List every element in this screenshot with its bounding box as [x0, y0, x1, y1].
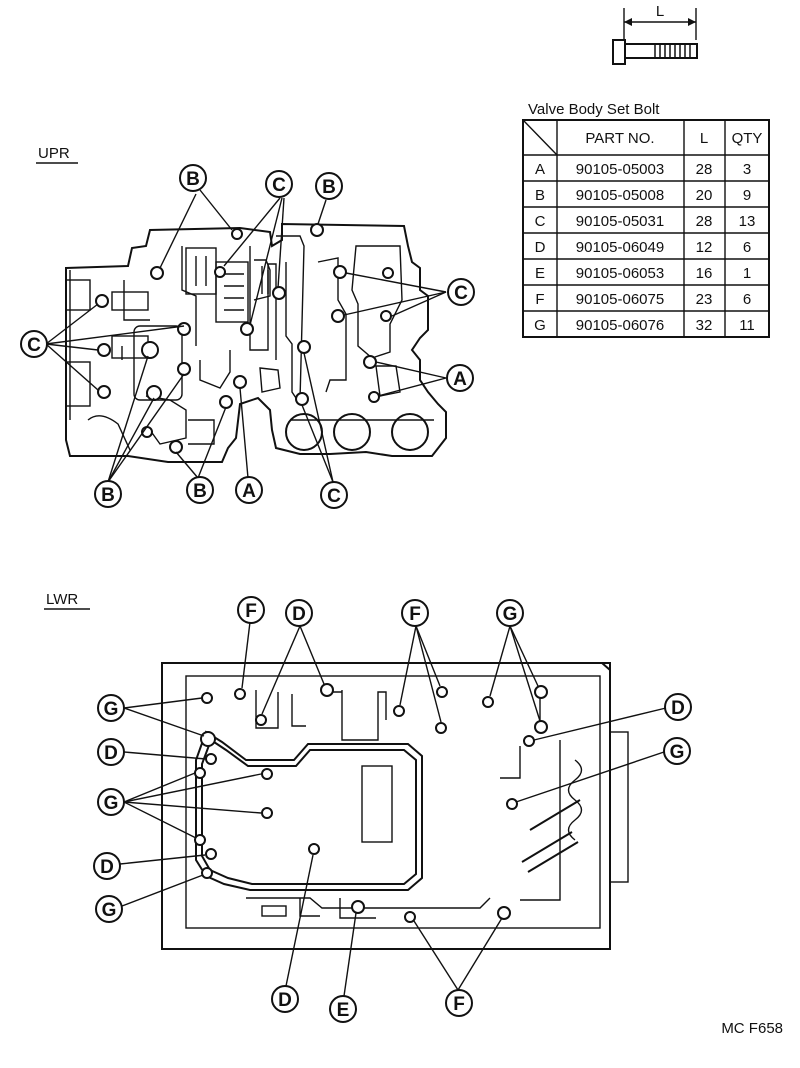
row-g-length: 32: [696, 317, 713, 334]
svg-text:B: B: [193, 481, 207, 502]
row-b-id: B: [535, 187, 545, 204]
callout-lower-e-bottom: E: [329, 995, 357, 1023]
figure-code: MC F658: [721, 1020, 783, 1037]
lower-valve-body: [119, 621, 667, 997]
row-b-length: 20: [696, 187, 713, 204]
row-g-qty: 11: [739, 317, 755, 334]
callout-lower-f-top2: F: [401, 599, 429, 627]
row-a-part: 90105-05003: [576, 161, 664, 178]
svg-text:E: E: [337, 1000, 350, 1021]
svg-text:C: C: [454, 283, 468, 304]
svg-text:B: B: [186, 169, 200, 190]
callout-lower-d-right: D: [664, 693, 692, 721]
parts-table: [522, 119, 770, 338]
row-a-length: 28: [696, 161, 713, 178]
callout-lower-g-top: G: [496, 599, 524, 627]
callout-upper-b1: B: [179, 164, 207, 192]
bolt-icon: [612, 8, 698, 65]
callout-lower-d-top: D: [285, 599, 313, 627]
svg-text:D: D: [278, 990, 292, 1011]
svg-text:A: A: [453, 369, 467, 390]
svg-text:F: F: [409, 604, 421, 625]
svg-text:F: F: [453, 994, 465, 1015]
svg-text:C: C: [272, 175, 286, 196]
row-d-qty: 6: [743, 239, 751, 256]
callout-lower-d-l2: D: [93, 852, 121, 880]
callout-lower-g-l1: G: [97, 694, 125, 722]
svg-text:G: G: [102, 900, 117, 921]
svg-text:C: C: [327, 486, 341, 507]
callout-lower-f-bottom: F: [445, 989, 473, 1017]
svg-text:G: G: [670, 742, 685, 763]
header-part-no: PART NO.: [585, 130, 654, 147]
row-e-id: E: [535, 265, 545, 282]
row-b-part: 90105-05008: [576, 187, 664, 204]
svg-text:D: D: [671, 698, 685, 719]
row-f-id: F: [535, 291, 544, 308]
row-e-qty: 1: [743, 265, 751, 282]
row-a-qty: 3: [743, 161, 751, 178]
callout-upper-c1: C: [265, 170, 293, 198]
svg-text:D: D: [104, 743, 118, 764]
svg-text:C: C: [27, 335, 41, 356]
row-f-part: 90105-06075: [576, 291, 664, 308]
row-d-id: D: [535, 239, 546, 256]
row-c-length: 28: [696, 213, 713, 230]
row-c-part: 90105-05031: [576, 213, 664, 230]
callout-lower-d-bottom: D: [271, 985, 299, 1013]
row-f-length: 23: [696, 291, 713, 308]
callout-lower-g-right: G: [663, 737, 691, 765]
header-length: L: [700, 130, 708, 147]
svg-text:G: G: [104, 699, 119, 720]
svg-text:G: G: [104, 793, 119, 814]
row-b-qty: 9: [743, 187, 751, 204]
row-g-part: 90105-06076: [576, 317, 664, 334]
row-a-id: A: [535, 161, 545, 178]
callout-lower-g-l3: G: [95, 895, 123, 923]
svg-text:D: D: [292, 604, 306, 625]
table-title: Valve Body Set Bolt: [528, 101, 660, 118]
callout-upper-c-bottom: C: [320, 481, 348, 509]
svg-text:D: D: [100, 857, 114, 878]
upper-valve-body: [45, 189, 447, 483]
bolt-dimension-label: L: [656, 3, 664, 20]
callout-upper-b4: B: [186, 476, 214, 504]
callout-upper-a-right: A: [446, 364, 474, 392]
row-d-length: 12: [696, 239, 713, 256]
lower-section-label: LWR: [46, 591, 78, 608]
svg-text:B: B: [101, 485, 115, 506]
upper-section-label: UPR: [38, 145, 70, 162]
svg-text:F: F: [245, 601, 257, 622]
svg-text:G: G: [503, 604, 518, 625]
row-f-qty: 6: [743, 291, 751, 308]
svg-text:B: B: [322, 177, 336, 198]
callout-lower-f-top1: F: [237, 596, 265, 624]
row-c-qty: 13: [739, 213, 756, 230]
callout-upper-c-right: C: [447, 278, 475, 306]
row-g-id: G: [534, 317, 546, 334]
callout-upper-b2: B: [315, 172, 343, 200]
row-c-id: C: [535, 213, 546, 230]
callout-upper-b3: B: [94, 480, 122, 508]
row-e-part: 90105-06053: [576, 265, 664, 282]
svg-text:A: A: [242, 481, 256, 502]
callout-upper-c-left: C: [20, 330, 48, 358]
row-d-part: 90105-06049: [576, 239, 664, 256]
header-qty: QTY: [732, 130, 763, 147]
row-e-length: 16: [696, 265, 713, 282]
callout-upper-a-bottom: A: [235, 476, 263, 504]
callout-lower-d-l1: D: [97, 738, 125, 766]
callout-lower-g-l2: G: [97, 788, 125, 816]
